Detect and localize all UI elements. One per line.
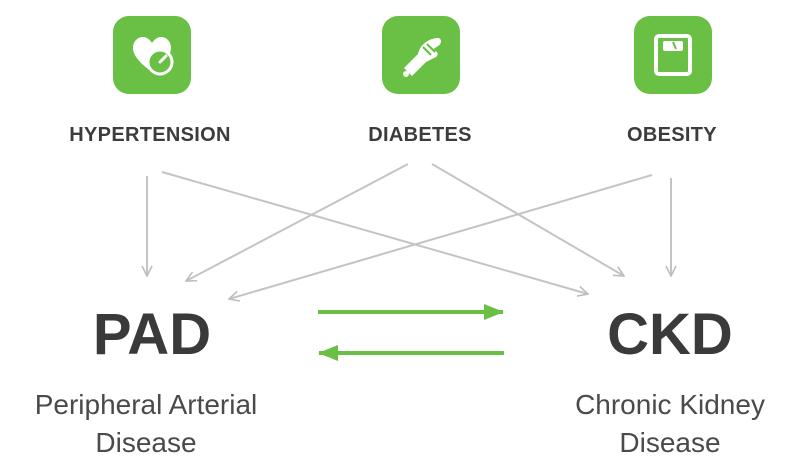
arrow-hypertension-to-ckd [161,171,588,294]
disease-name-pad-line1: Peripheral Arterial [34,389,258,420]
weight-scale-icon [634,16,712,94]
disease-name-ckd-line2: Disease [619,427,721,458]
glucose-test-icon [382,16,460,94]
disease-name-ckd: Chronic Kidney Disease [510,386,790,459]
disease-name-pad: Peripheral Arterial Disease [0,386,306,459]
arrow-diabetes-to-pad [186,163,409,282]
heart-gauge-icon [113,16,191,94]
arrow-obesity-to-pad [229,174,653,299]
disease-name-ckd-line1: Chronic Kidney [575,389,765,420]
disease-abbr-pad: PAD [92,302,212,367]
risk-label-hypertension: HYPERTENSION [69,124,231,146]
disease-abbr-ckd: CKD [607,302,733,367]
disease-name-pad-line2: Disease [95,427,197,458]
risk-label-obesity: OBESITY [627,124,717,146]
arrow-diabetes-to-ckd [431,163,624,276]
risk-label-diabetes: DIABETES [368,124,472,146]
